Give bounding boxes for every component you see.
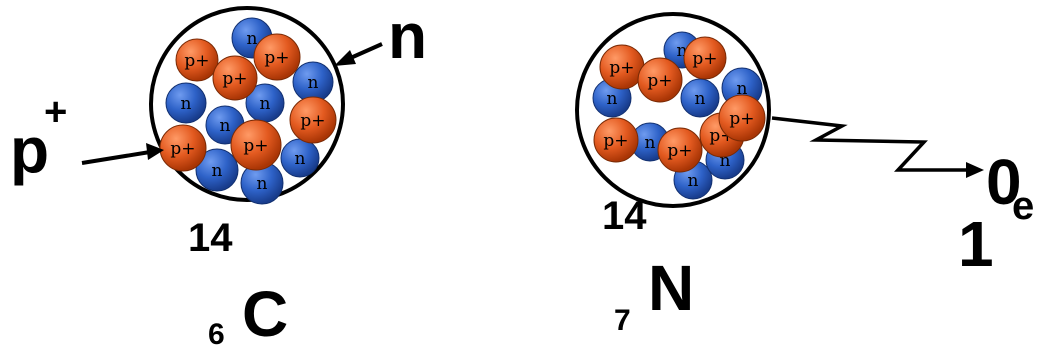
neutron-text: n bbox=[181, 94, 192, 114]
carbon-proton-13: p+ bbox=[230, 119, 282, 171]
neutron-label: n bbox=[388, 0, 428, 72]
carbon-proton-10: p+ bbox=[212, 55, 258, 101]
nitrogen-proton-11: p+ bbox=[657, 127, 703, 173]
nitrogen-mass-number: 14 bbox=[602, 194, 647, 238]
proton-charge: + bbox=[44, 90, 68, 134]
proton-label: p bbox=[10, 114, 50, 186]
proton-text: p+ bbox=[170, 139, 195, 159]
nitrogen-proton-9: p+ bbox=[637, 57, 683, 103]
carbon-atomic-number: 6 bbox=[208, 318, 225, 351]
carbon-mass-number: 14 bbox=[188, 216, 233, 260]
electron-charge-number: 0 bbox=[986, 146, 1022, 218]
electron-emission-arrow bbox=[771, 116, 984, 178]
proton-text: p+ bbox=[603, 131, 628, 151]
nitrogen-neutron-3: n bbox=[680, 78, 720, 118]
neutron-text: n bbox=[260, 94, 271, 114]
nitrogen-atomic-number: 7 bbox=[614, 304, 631, 337]
proton-text: p+ bbox=[222, 69, 247, 89]
nitrogen-proton-10: p+ bbox=[593, 117, 639, 163]
carbon-neutron-1: n bbox=[292, 61, 334, 103]
proton-text: p+ bbox=[264, 48, 289, 68]
nitrogen-proton-8: p+ bbox=[683, 36, 727, 80]
proton-text: p+ bbox=[609, 58, 634, 78]
neutron-text: n bbox=[308, 73, 319, 93]
neutron-pointer-arrow bbox=[334, 42, 383, 66]
neutron-text: n bbox=[257, 174, 268, 194]
carbon-proton-11: p+ bbox=[289, 96, 337, 144]
neutron-text: n bbox=[737, 79, 748, 99]
neutron-text: n bbox=[645, 133, 656, 153]
proton-text: p+ bbox=[243, 136, 268, 156]
neutron-text: n bbox=[720, 151, 731, 171]
proton-text: p+ bbox=[647, 71, 672, 91]
nitrogen-proton-13: p+ bbox=[718, 94, 766, 142]
proton-text: p+ bbox=[729, 109, 754, 129]
neutron-text: n bbox=[677, 41, 688, 61]
neutron-text: n bbox=[295, 149, 306, 169]
neutron-text: n bbox=[607, 89, 618, 109]
electron-mass-number: 1 bbox=[958, 208, 994, 280]
carbon-proton-8: p+ bbox=[175, 38, 219, 82]
proton-text: p+ bbox=[692, 49, 717, 69]
neutron-text: n bbox=[247, 29, 258, 49]
neutron-text: n bbox=[212, 161, 223, 181]
nitrogen-symbol: N bbox=[648, 252, 695, 324]
proton-text: p+ bbox=[300, 111, 325, 131]
neutron-text: n bbox=[688, 171, 699, 191]
electron-symbol: e bbox=[1012, 184, 1035, 228]
nitrogen-proton-7: p+ bbox=[599, 44, 645, 90]
carbon-proton-9: p+ bbox=[253, 33, 301, 81]
carbon-neutron-2: n bbox=[165, 82, 207, 124]
neutron-text: n bbox=[220, 116, 231, 136]
neutron-text: n bbox=[695, 89, 706, 109]
proton-text: p+ bbox=[184, 51, 209, 71]
carbon-proton-12: p+ bbox=[159, 124, 207, 172]
carbon-neutron-7: n bbox=[280, 138, 320, 178]
proton-pointer-arrow bbox=[81, 143, 164, 165]
proton-text: p+ bbox=[667, 141, 692, 161]
carbon-neutron-5: n bbox=[195, 148, 239, 192]
carbon-symbol: C bbox=[242, 278, 289, 350]
